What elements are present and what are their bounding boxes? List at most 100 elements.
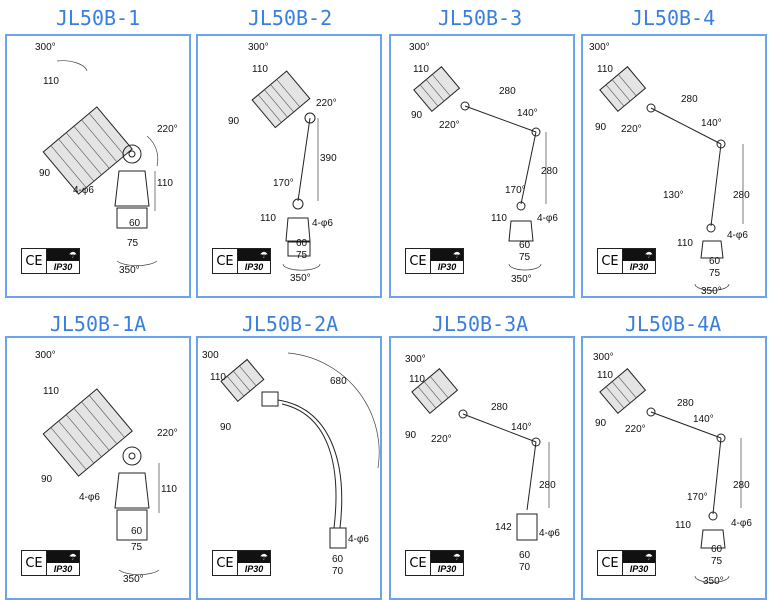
- ip-rating: ☂IP30: [431, 248, 464, 274]
- dim-label: 90: [220, 422, 232, 433]
- dim-label: 170°: [505, 185, 526, 196]
- dim-label: 4-φ6: [312, 218, 333, 229]
- dim-label: 110: [675, 520, 691, 531]
- dim-label: 110: [409, 374, 425, 385]
- lamp-drawing: 300° 110 280 90 220° 140° 280 142 4-φ6 6…: [405, 354, 560, 573]
- dim-label: 280: [677, 398, 694, 409]
- dim-label: 70: [332, 566, 344, 577]
- dim-label: 60: [296, 238, 308, 249]
- umbrella-icon: ☂: [47, 551, 79, 563]
- dim-label: 130°: [663, 190, 684, 201]
- dim-label: 4-φ6: [79, 492, 100, 503]
- dim-label: 110: [157, 178, 173, 189]
- dim-label: 300°: [589, 42, 610, 53]
- dim-label: 350°: [511, 274, 532, 285]
- dim-label: 110: [260, 213, 276, 224]
- cert-badge: CE ☂IP30: [597, 248, 656, 274]
- dim-label: 110: [413, 64, 429, 75]
- dim-label: 60: [519, 550, 531, 561]
- dim-label: 300°: [405, 354, 426, 365]
- dim-label: 170°: [687, 492, 708, 503]
- dim-label: 90: [595, 122, 607, 133]
- dim-label: 110: [210, 372, 226, 383]
- dim-label: 300°: [35, 42, 56, 53]
- dim-label: 4-φ6: [537, 213, 558, 224]
- model-title: JL50B-4A: [624, 312, 722, 336]
- model-title: JL50B-3A: [431, 312, 529, 336]
- dim-label: 4-φ6: [731, 518, 752, 529]
- model-title: JL50B-1A: [49, 312, 147, 336]
- dim-label: 300°: [248, 42, 269, 53]
- dim-label: 90: [228, 116, 240, 127]
- cert-badge: CE ☂IP30: [405, 550, 464, 576]
- dim-label: 110: [597, 64, 613, 75]
- dim-label: 280: [499, 86, 516, 97]
- dim-label: 4-φ6: [727, 230, 748, 241]
- umbrella-icon: ☂: [431, 249, 463, 261]
- lamp-drawing: 300 110 90 680 4-φ6 60 70: [202, 350, 380, 577]
- dim-label: 280: [539, 480, 556, 491]
- dim-label: 350°: [701, 286, 722, 296]
- dim-label: 140°: [701, 118, 722, 129]
- dim-label: 220°: [621, 124, 642, 135]
- dim-label: 280: [733, 480, 750, 491]
- umbrella-icon: ☂: [238, 551, 270, 563]
- ip-rating: ☂IP30: [623, 248, 656, 274]
- diagram-panel-jl50b-3a: 300° 110 280 90 220° 140° 280 142 4-φ6 6…: [389, 336, 575, 600]
- dim-label: 220°: [316, 98, 337, 109]
- dim-label: 75: [296, 250, 308, 261]
- model-title: JL50B-3: [437, 6, 523, 30]
- dim-label: 75: [127, 238, 139, 249]
- ce-mark: CE: [21, 248, 47, 274]
- ce-mark: CE: [212, 248, 238, 274]
- dim-label: 75: [519, 252, 531, 263]
- dim-label: 280: [491, 402, 508, 413]
- dim-label: 60: [129, 218, 141, 229]
- ip-rating: ☂IP30: [238, 550, 271, 576]
- dim-label: 280: [541, 166, 558, 177]
- dim-label: 142: [495, 522, 512, 533]
- diagram-panel-jl50b-1: 300° 110 220° 90 4-φ6 110 60 75 350° CE …: [5, 34, 191, 298]
- dim-label: 220°: [157, 124, 178, 135]
- ip-rating: ☂IP30: [47, 248, 80, 274]
- dim-label: 110: [677, 238, 693, 249]
- cert-badge: CE ☂IP30: [21, 550, 80, 576]
- dim-label: 300°: [593, 352, 614, 363]
- ip-label: IP30: [629, 564, 649, 574]
- ip-label: IP30: [53, 262, 73, 272]
- dim-label: 60: [332, 554, 344, 565]
- ip-label: IP30: [244, 262, 264, 272]
- lamp-drawing: 300° 110 280 140° 220° 90 280 170° 110 4…: [593, 352, 752, 587]
- dim-label: 140°: [693, 414, 714, 425]
- dim-label: 90: [595, 418, 607, 429]
- umbrella-icon: ☂: [623, 249, 655, 261]
- dim-label: 110: [597, 370, 613, 381]
- ce-mark: CE: [21, 550, 47, 576]
- diagram-panel-jl50b-4: 300° 110 280 140° 220° 90 280 130° 110 4…: [581, 34, 767, 298]
- dim-label: 350°: [290, 273, 311, 284]
- lamp-drawing: 300° 110 280 220° 140° 90 280 170° 110 4…: [409, 42, 558, 285]
- dim-label: 110: [491, 213, 507, 224]
- dim-label: 110: [161, 484, 177, 495]
- ip-label: IP30: [437, 564, 457, 574]
- dim-label: 75: [131, 542, 143, 553]
- cert-badge: CE ☂IP30: [212, 550, 271, 576]
- dim-label: 350°: [119, 265, 140, 276]
- model-title: JL50B-1: [55, 6, 141, 30]
- diagram-panel-jl50b-3: 300° 110 280 220° 140° 90 280 170° 110 4…: [389, 34, 575, 298]
- model-title: JL50B-4: [630, 6, 716, 30]
- dim-label: 90: [405, 430, 417, 441]
- dim-label: 4-φ6: [73, 185, 94, 196]
- umbrella-icon: ☂: [238, 249, 270, 261]
- dim-label: 350°: [703, 576, 724, 587]
- dim-label: 390: [320, 153, 337, 164]
- ip-label: IP30: [629, 262, 649, 272]
- dim-label: 170°: [273, 178, 294, 189]
- dim-label: 220°: [157, 428, 178, 439]
- ce-mark: CE: [405, 248, 431, 274]
- diagram-panel-jl50b-1a: 300° 110 220° 90 4-φ6 110 60 75 350° CE …: [5, 336, 191, 600]
- dim-label: 110: [252, 64, 268, 75]
- dim-label: 90: [411, 110, 423, 121]
- dim-label: 140°: [517, 108, 538, 119]
- dim-label: 300: [202, 350, 219, 361]
